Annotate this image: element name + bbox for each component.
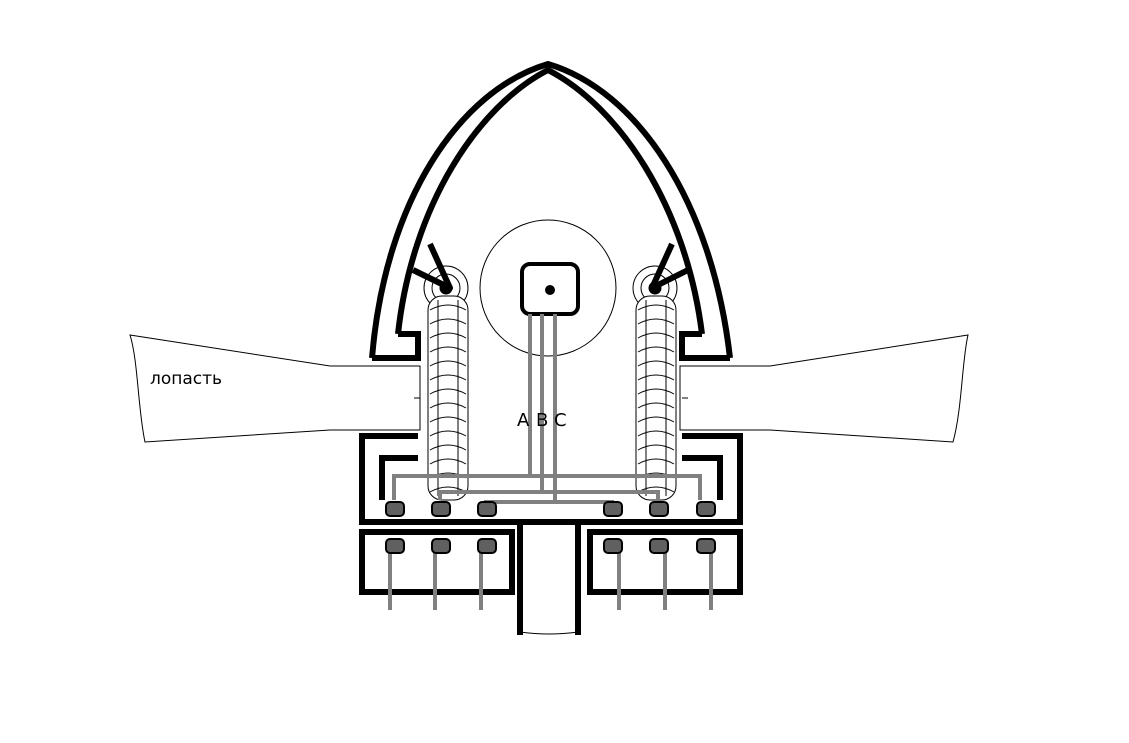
phase-label-a: A	[517, 410, 530, 431]
upper-housing	[359, 433, 743, 525]
terminal	[477, 538, 497, 554]
terminal	[696, 538, 716, 554]
left-blade	[129, 334, 421, 443]
terminal	[385, 538, 405, 554]
terminal	[603, 538, 623, 554]
terminal	[649, 501, 669, 517]
phase-wires	[392, 314, 702, 504]
terminal	[431, 538, 451, 554]
left-pivot	[423, 265, 469, 311]
lower-housing	[359, 529, 743, 595]
terminal	[385, 501, 405, 517]
blade-label: лопасть	[150, 369, 222, 389]
shaft-block	[520, 262, 580, 316]
output-shaft	[517, 522, 581, 635]
left-coil	[427, 295, 469, 501]
lower-terminals	[385, 538, 716, 554]
lower-leads	[388, 552, 713, 610]
terminal	[696, 501, 716, 517]
terminal	[649, 538, 669, 554]
shaft-center-dot	[545, 285, 555, 295]
terminal	[431, 501, 451, 517]
right-coil	[635, 295, 677, 501]
right-blade	[679, 334, 969, 443]
upper-terminals	[385, 501, 716, 517]
central-hub	[479, 219, 617, 357]
phase-label-c: C	[554, 410, 568, 431]
terminal	[477, 501, 497, 517]
terminal	[603, 501, 623, 517]
phase-label-b: B	[536, 410, 549, 431]
